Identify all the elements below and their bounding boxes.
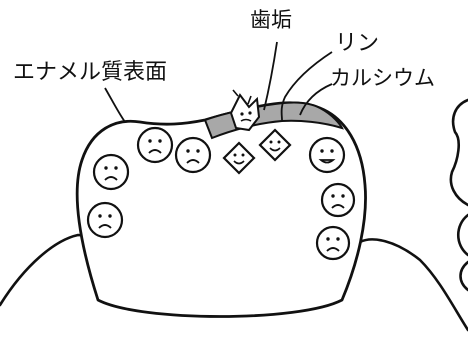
sad-face-particle (174, 136, 212, 174)
plaque-leader-line (263, 41, 278, 111)
sad-face-particle (308, 136, 346, 174)
phosphorus-leader-line (280, 51, 333, 121)
label-plaque: 歯垢 (250, 8, 292, 32)
happy-diamond-particle (222, 141, 256, 175)
happy-diamonds-group (222, 128, 292, 175)
calcium-leader-line (299, 83, 333, 116)
sad-face-particle (315, 225, 351, 261)
happy-diamond-particle (258, 128, 292, 162)
enamel-leader-line (104, 87, 126, 123)
label-phosphorus: リン (335, 31, 380, 56)
plaque-bacteria-figure (229, 89, 261, 132)
label-enamel-surface: エナメル質表面 (13, 60, 168, 85)
adjacent-tooth-outline (449, 98, 468, 292)
sad-face-particle (92, 153, 130, 191)
sad-faces-group (86, 126, 356, 261)
sad-face-particle (136, 126, 174, 164)
label-calcium: カルシウム (330, 66, 435, 90)
sad-face-particle (320, 182, 356, 218)
sad-face-particle (86, 201, 124, 239)
